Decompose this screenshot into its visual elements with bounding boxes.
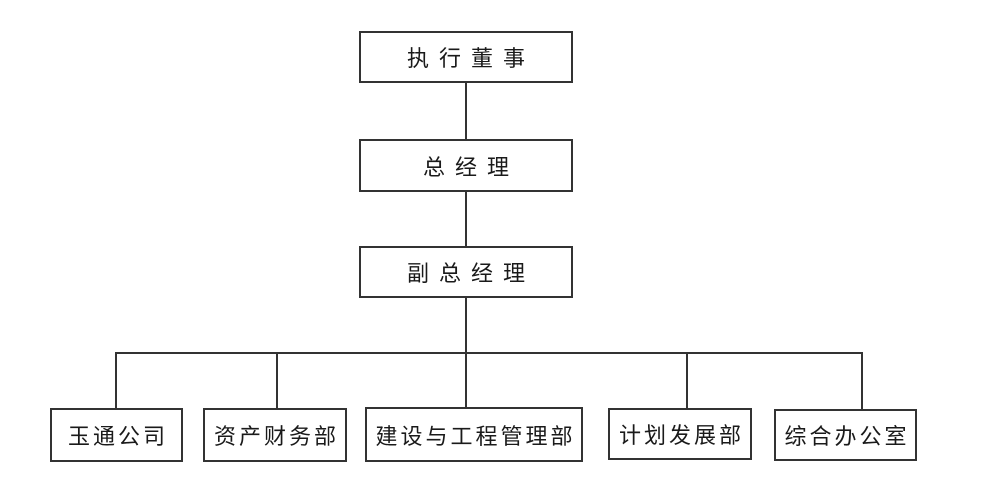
connector-drop-planning-development-dept bbox=[686, 352, 688, 408]
org-box-asset-finance-dept: 资产财务部 bbox=[203, 408, 347, 462]
connector-drop-general-office bbox=[861, 352, 863, 409]
connector-gm-to-deputy-gm bbox=[465, 192, 467, 246]
org-box-general-manager: 总经理 bbox=[359, 139, 573, 192]
org-box-executive-director: 执行董事 bbox=[359, 31, 573, 83]
org-box-planning-development-dept: 计划发展部 bbox=[608, 408, 752, 460]
org-box-yutong-company: 玉通公司 bbox=[50, 408, 183, 462]
org-box-deputy-general-manager: 副总经理 bbox=[359, 246, 573, 298]
connector-deputy-gm-to-bar bbox=[465, 298, 467, 354]
connector-drop-asset-finance-dept bbox=[276, 352, 278, 408]
org-box-general-office: 综合办公室 bbox=[774, 409, 917, 461]
org-box-construction-engineering-dept: 建设与工程管理部 bbox=[365, 407, 583, 462]
connector-drop-construction-engineering-dept bbox=[465, 352, 467, 407]
connector-drop-yutong-company bbox=[115, 352, 117, 408]
connector-horizontal-bar bbox=[115, 352, 863, 354]
connector-executive-to-gm bbox=[465, 83, 467, 139]
